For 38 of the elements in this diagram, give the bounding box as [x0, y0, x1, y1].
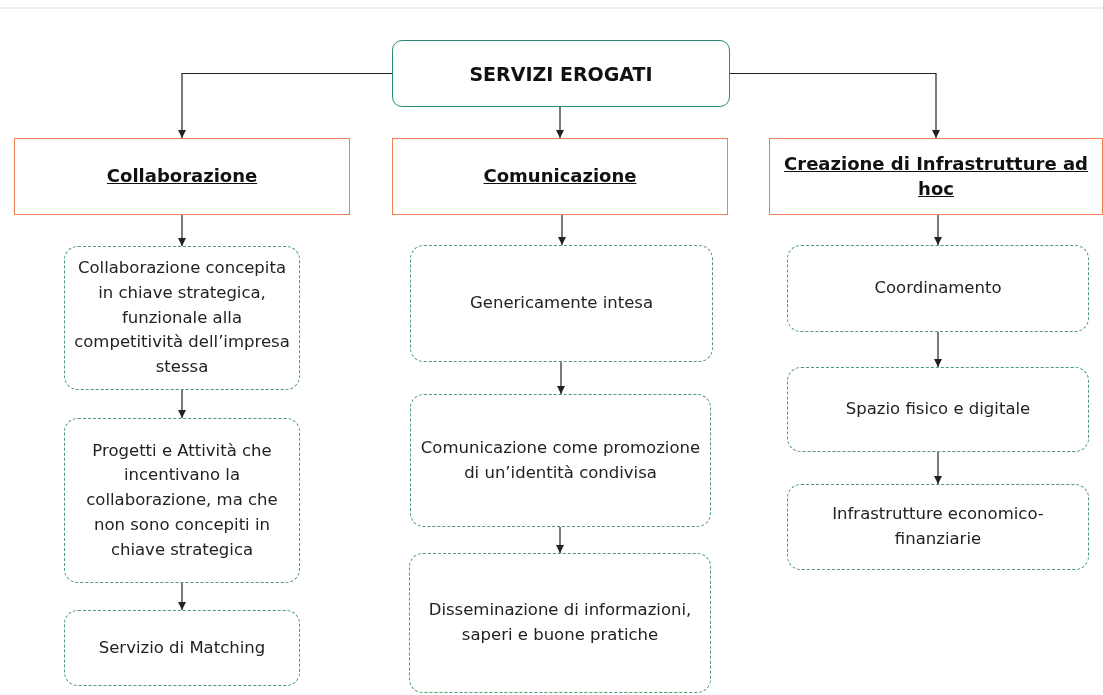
arrow — [177, 72, 393, 139]
category-box — [14, 138, 350, 215]
arrow — [729, 72, 941, 139]
service-text: Progetti e Attività che incentivano la collaborazione, ma che non sono concepiti in chiave strategica — [85, 439, 279, 561]
service-box — [787, 245, 1089, 332]
arrow — [557, 214, 567, 246]
arrow — [933, 331, 943, 368]
category-box — [769, 138, 1103, 215]
category-title: Collaborazione — [105, 164, 259, 189]
arrow — [177, 582, 187, 611]
service-text: Spazio fisico e digitale — [844, 398, 1032, 421]
arrow — [177, 389, 187, 419]
arrow — [555, 106, 565, 139]
arrow — [933, 451, 943, 485]
arrow — [556, 361, 566, 395]
service-box — [409, 553, 711, 693]
service-box — [410, 394, 711, 527]
arrow — [933, 214, 943, 246]
service-text: Servizio di Matching — [97, 636, 267, 659]
service-text: Genericamente intesa — [469, 292, 654, 315]
category-title: Creazione di Infrastrutture ad hoc — [783, 152, 1089, 201]
category-title: Comunicazione — [482, 164, 638, 189]
service-box — [64, 246, 300, 390]
service-text: Comunicazione come promozione di un’identità condivisa — [419, 436, 702, 484]
service-box — [64, 610, 300, 686]
arrow — [555, 526, 565, 554]
service-box — [787, 367, 1089, 452]
arrow — [177, 214, 187, 247]
service-text: Collaborazione concepita in chiave strategica, funzionale alla competitività dell’impresa stessa — [73, 257, 291, 379]
service-text: Coordinamento — [873, 277, 1003, 300]
service-text: Infrastrutture economico-finanziarie — [831, 503, 1045, 550]
service-box — [64, 418, 300, 583]
category-box — [392, 138, 728, 215]
title-text: SERVIZI EROGATI — [468, 62, 654, 85]
service-box — [787, 484, 1089, 570]
title-box — [392, 40, 730, 107]
service-box — [410, 245, 713, 362]
service-text: Disseminazione di informazioni, saperi e buone pratiche — [427, 599, 693, 646]
